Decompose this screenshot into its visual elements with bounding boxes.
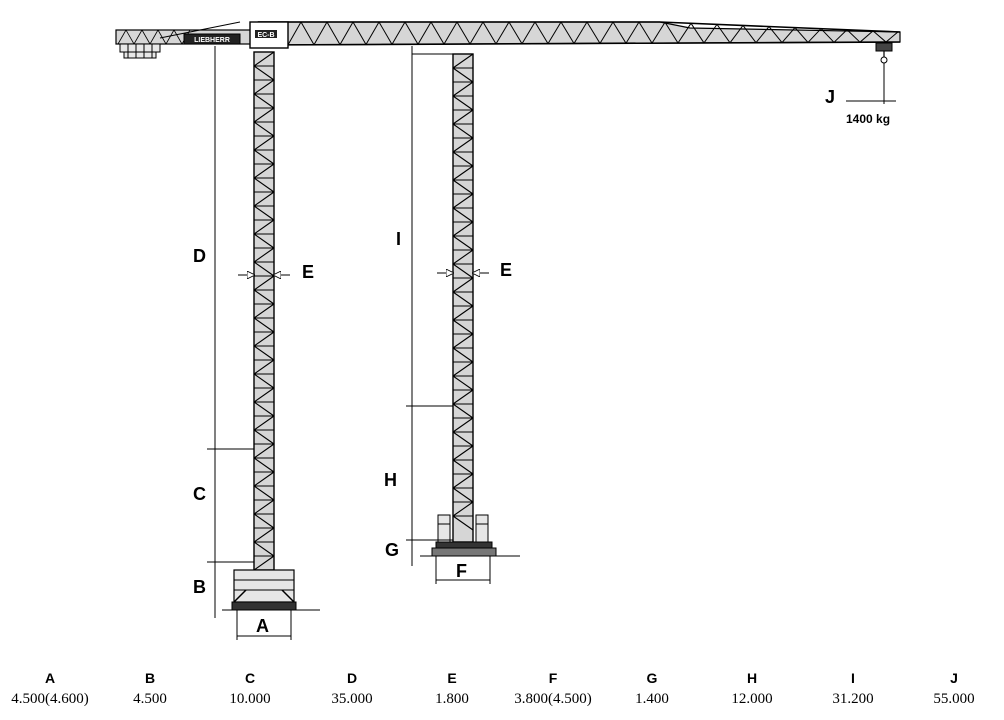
spec-header: D: [346, 670, 358, 686]
spec-column-g: G 1.400: [602, 668, 702, 710]
cab-label: EC-B: [257, 32, 274, 39]
tower-base-large: [222, 569, 320, 611]
spec-column-h: H 12.000: [702, 668, 802, 710]
trolley-hook: [846, 42, 896, 104]
dimension-label-g: G: [385, 540, 399, 560]
dimension-label-e-tower2: E: [500, 260, 512, 280]
spec-column-d: D 35.000: [302, 668, 402, 710]
dimension-label-c: C: [193, 484, 206, 504]
spec-header: I: [851, 670, 855, 686]
tower-full-height: [253, 51, 275, 571]
spec-value: 12.000: [731, 691, 773, 707]
crane-dimension-diagram: LIEBHERR EC-B J 1400 kg: [115, 21, 901, 640]
spec-value: 35.000: [331, 691, 373, 707]
spec-header: A: [44, 670, 56, 686]
dimension-label-a: A: [256, 616, 269, 636]
spec-header: E: [447, 670, 457, 686]
spec-header: H: [746, 670, 758, 686]
tower1-height-dimensions: [207, 46, 254, 618]
tower-reduced-height: [452, 53, 474, 543]
dimension-label-e-tower1: E: [302, 262, 314, 282]
dimension-label-j: J: [825, 87, 835, 107]
operator-cab: EC-B: [249, 21, 289, 49]
max-load-label: 1400 kg: [846, 112, 890, 126]
tower-base-compact: [420, 514, 520, 557]
spec-value: 1.800: [435, 691, 469, 707]
tower2-height-dimensions: [406, 46, 453, 566]
spec-header: J: [950, 670, 958, 686]
spec-value: 31.200: [832, 691, 874, 707]
spec-column-i: I 31.200: [803, 668, 903, 710]
spec-value: 4.500: [133, 691, 167, 707]
spec-column-j: J 55.000: [904, 668, 1004, 710]
counterweights: [119, 43, 161, 59]
spec-header: F: [548, 670, 558, 686]
dimension-label-i: I: [396, 229, 401, 249]
dimension-label-d: D: [193, 246, 206, 266]
spec-column-c: C 10.000: [200, 668, 300, 710]
spec-column-e: E 1.800: [402, 668, 502, 710]
base-width-f-dimension: [435, 556, 491, 584]
counter-jib: LIEBHERR: [115, 21, 259, 45]
base-width-a-dimension: [236, 610, 292, 640]
crane-jib: [257, 21, 901, 46]
specification-table: A 4.500(4.600) B 4.500 C 10.000 D 35.000…: [0, 668, 1004, 716]
spec-header: G: [646, 670, 658, 686]
spec-value: 55.000: [933, 691, 975, 707]
spec-header: B: [144, 670, 156, 686]
brand-label: LIEBHERR: [194, 37, 230, 44]
spec-value: 1.400: [635, 691, 669, 707]
spec-column-b: B 4.500: [100, 668, 200, 710]
spec-column-a: A 4.500(4.600): [0, 668, 100, 710]
spec-value: 3.800(4.500): [514, 691, 592, 707]
dimension-label-f: F: [456, 561, 467, 581]
spec-column-f: F 3.800(4.500): [503, 668, 603, 710]
spec-header: C: [244, 670, 256, 686]
dimension-label-b: B: [193, 577, 206, 597]
spec-value: 10.000: [229, 691, 271, 707]
dimension-label-h: H: [384, 470, 397, 490]
spec-value: 4.500(4.600): [11, 691, 89, 707]
